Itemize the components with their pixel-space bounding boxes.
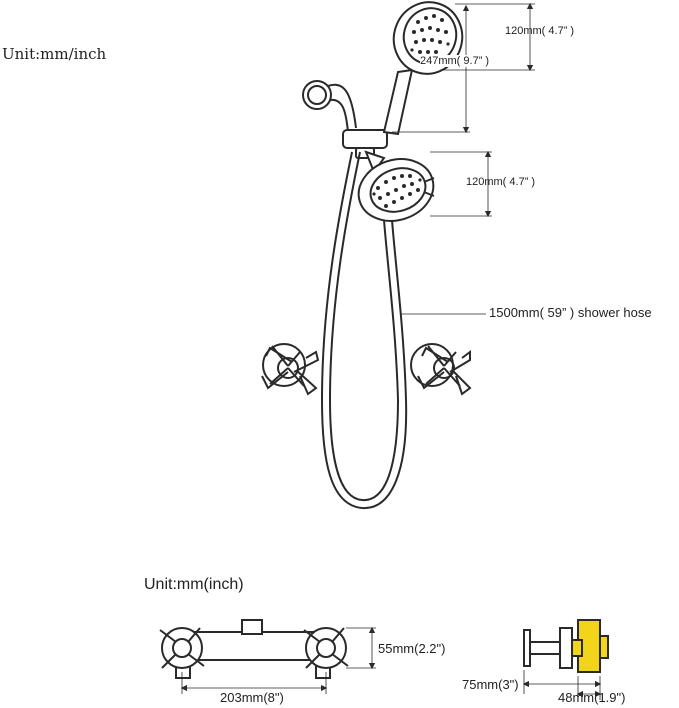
fixed-head-nozzles-icon bbox=[372, 174, 422, 208]
handheld-shower bbox=[382, 1, 464, 136]
fixed-head-height-label: 120mm( 4.7” ) bbox=[466, 176, 536, 188]
unit-label-bottom: Unit:mm(inch) bbox=[144, 576, 244, 593]
valve-width-label: 203mm(8") bbox=[220, 690, 284, 705]
valve-front-view bbox=[159, 619, 349, 679]
fixed-shower-head bbox=[357, 150, 435, 222]
right-valve-handle bbox=[410, 343, 472, 396]
hand-head-height-label: 120mm( 4.7” ) bbox=[505, 25, 575, 37]
dimension-guides-top bbox=[392, 2, 535, 315]
valve-height-label: 55mm(2.2") bbox=[378, 641, 446, 656]
left-valve-handle bbox=[261, 343, 320, 396]
unit-label-top: Unit:mm/inch bbox=[2, 45, 107, 63]
dimension-guides-bottom bbox=[180, 626, 602, 700]
valve-body-depth-label: 48mm(1.9") bbox=[558, 690, 626, 705]
shower-hose bbox=[320, 151, 408, 510]
hose-length-label: 1500mm( 59” ) shower hose bbox=[489, 305, 652, 320]
valve-side-view bbox=[523, 619, 609, 673]
valve-depth-label: 75mm(3") bbox=[462, 677, 519, 692]
shower-arm bbox=[302, 80, 357, 133]
diverter-mount bbox=[342, 129, 388, 159]
hand-shower-length-label: 247mm( 9.7” ) bbox=[420, 55, 490, 67]
